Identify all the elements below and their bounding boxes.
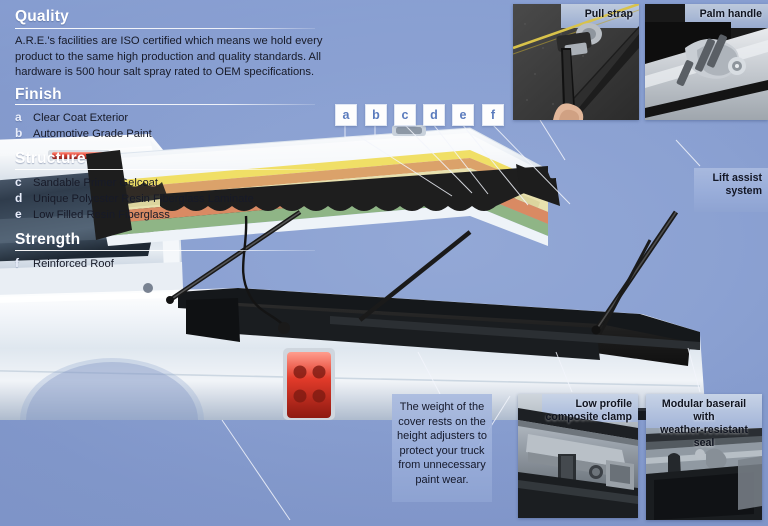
label-c: Sandable Primer Gelcoat <box>33 177 158 189</box>
quality-paragraph: A.R.E.'s facilities are ISO certified wh… <box>15 35 323 79</box>
caption-pull-strap: Pull strap <box>584 8 633 20</box>
heading-quality: Quality <box>15 8 69 25</box>
heading-strength: Strength <box>15 231 81 248</box>
label-e: Low Filled Resin Fiberglass <box>33 209 170 221</box>
photo-palm-handle[interactable]: Palm handle <box>645 4 768 120</box>
photo-pull-strap[interactable]: Pull strap <box>513 4 639 120</box>
rule-finish <box>15 104 315 105</box>
callout-letter-b-text: b <box>372 108 380 122</box>
callout-letter-c-text: c <box>401 108 409 122</box>
spec-panel: Quality A.R.E.'s facilities are ISO cert… <box>0 0 340 290</box>
weight-note-panel <box>392 394 492 502</box>
marker-e: e <box>15 207 22 221</box>
label-d: Unique Polyester Resin Fiberglass Lamina… <box>33 193 254 205</box>
callout-letter-f[interactable]: f <box>482 104 504 126</box>
callout-letter-d-text: d <box>430 108 438 122</box>
clamp-caption-line1: Low profile <box>575 398 633 410</box>
label-f: Reinforced Roof <box>33 258 114 270</box>
callout-letter-e-text: e <box>459 108 467 122</box>
rule-quality <box>15 28 315 29</box>
rule-strength <box>15 250 315 251</box>
list-item-f: f Reinforced Roof <box>15 256 114 271</box>
marker-d: d <box>15 191 23 205</box>
label-a: Clear Coat Exterior <box>33 112 129 124</box>
heading-structure: Structure <box>15 150 86 167</box>
caption-modular-baserail: Modular baserail with weather-resistant … <box>652 398 756 450</box>
callout-letter-a-text: a <box>342 108 350 122</box>
marker-a: a <box>15 110 22 124</box>
lift-assist-struts <box>166 210 679 335</box>
caption-palm-handle: Palm handle <box>699 8 762 20</box>
photo-modular-baserail[interactable]: Modular baserail with weather-resistant … <box>646 394 762 520</box>
list-item-c: c Sandable Primer Gelcoat <box>15 175 158 190</box>
marker-b: b <box>15 126 23 140</box>
rule-structure <box>15 169 315 170</box>
list-item-a: a Clear Coat Exterior <box>15 110 128 125</box>
caption-composite-clamp: Low profile composite clamp <box>545 398 632 424</box>
marker-f: f <box>15 256 19 270</box>
callout-letter-e[interactable]: e <box>452 104 474 126</box>
marker-c: c <box>15 175 22 189</box>
callout-letter-d[interactable]: d <box>423 104 445 126</box>
truck-bed-interior <box>178 288 700 366</box>
baserail-caption-line2: weather-resistant seal <box>660 424 748 449</box>
lift-assist-panel <box>694 168 768 212</box>
wiring-harness <box>143 215 290 334</box>
heading-finish: Finish <box>15 86 62 103</box>
tail-light <box>283 348 335 420</box>
baserail-caption-line1: Modular baserail with <box>661 398 747 423</box>
callout-letter-a[interactable]: a <box>335 104 357 126</box>
photo-composite-clamp[interactable]: Low profile composite clamp <box>518 394 638 518</box>
list-item-b: b Automotive Grade Paint <box>15 126 152 141</box>
weight-note-text: The weight of the cover rests on the hei… <box>397 401 487 486</box>
list-item-e: e Low Filled Resin Fiberglass <box>15 207 170 222</box>
list-item-d: d Unique Polyester Resin Fiberglass Lamin… <box>15 191 254 206</box>
lift-assist-line2: system <box>725 185 762 197</box>
label-b: Automotive Grade Paint <box>33 128 152 140</box>
callout-letter-f-text: f <box>490 108 496 122</box>
callout-letter-b[interactable]: b <box>365 104 387 126</box>
clamp-caption-line2: composite clamp <box>545 411 632 423</box>
callout-letter-c[interactable]: c <box>394 104 416 126</box>
lift-assist-line1: Lift assist <box>712 172 762 184</box>
label-lift-assist: Lift assist system <box>694 172 762 198</box>
